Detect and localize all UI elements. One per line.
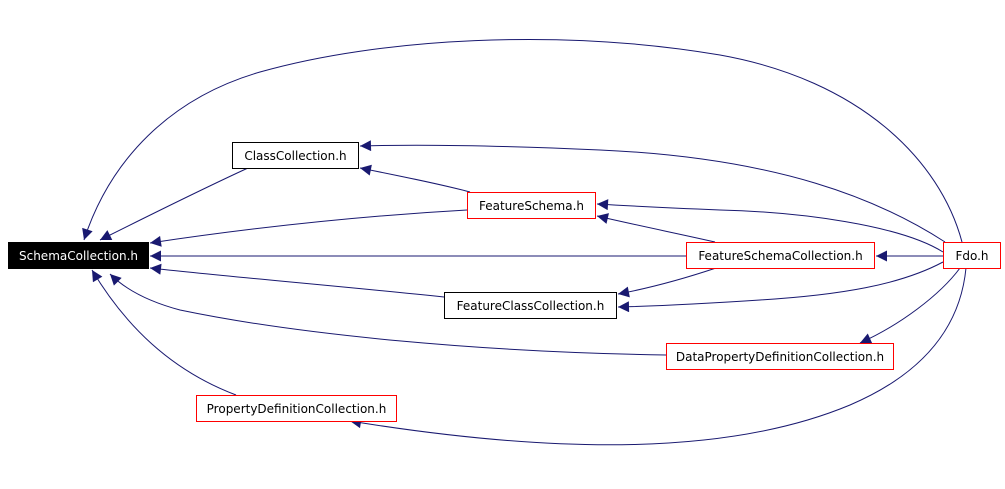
node-box[interactable] (943, 242, 1001, 269)
node-feature_schema_collection[interactable]: FeatureSchemaCollection.h (686, 242, 875, 269)
node-fdo[interactable]: Fdo.h (943, 242, 1001, 269)
edge-fdo-to-feature_schema (596, 199, 944, 253)
edge-fdo-to-schema_collection (82, 39, 963, 243)
node-label: PropertyDefinitionCollection.h (207, 402, 387, 416)
node-box[interactable] (196, 395, 397, 422)
node-box[interactable] (444, 292, 617, 319)
node-box[interactable] (467, 192, 596, 219)
edge-fdo-to-data_property_definition_collection (859, 267, 961, 344)
edge-feature_schema_collection-to-feature_schema (596, 213, 716, 243)
node-feature_schema[interactable]: FeatureSchema.h (467, 192, 596, 219)
edge-class_collection-to-schema_collection (99, 167, 249, 241)
edge-feature_class_collection-to-schema_collection (149, 263, 445, 298)
node-label: DataPropertyDefinitionCollection.h (676, 350, 884, 364)
node-class_collection[interactable]: ClassCollection.h (232, 142, 359, 169)
node-box[interactable] (232, 142, 359, 169)
node-label: FeatureSchemaCollection.h (698, 249, 862, 263)
edge-data_property_definition_collection-to-schema_collection (109, 273, 667, 356)
edges (82, 39, 967, 446)
node-box[interactable] (666, 343, 894, 370)
node-label: FeatureSchema.h (479, 199, 584, 213)
node-label: ClassCollection.h (244, 149, 346, 163)
edge-fdo-to-property_definition_collection (349, 267, 967, 446)
node-box[interactable] (8, 242, 149, 269)
edge-fdo-to-class_collection (359, 140, 946, 243)
edge-feature_schema_collection-to-feature_class_collection (617, 267, 717, 298)
node-label: Fdo.h (955, 249, 988, 263)
edge-feature_schema-to-class_collection (359, 164, 471, 193)
edge-fdo-to-feature_class_collection (617, 261, 944, 313)
node-label: SchemaCollection.h (19, 249, 138, 263)
nodes: SchemaCollection.h ClassCollection.hFeatu… (8, 142, 1001, 422)
edge-property_definition_collection-to-schema_collection (91, 269, 237, 396)
node-feature_class_collection[interactable]: FeatureClassCollection.h (444, 292, 617, 319)
node-property_definition_collection[interactable]: PropertyDefinitionCollection.h (196, 395, 397, 422)
edge-feature_schema-to-schema_collection (149, 209, 468, 247)
node-schema_collection[interactable]: SchemaCollection.h (8, 242, 149, 269)
node-label: FeatureClassCollection.h (457, 299, 605, 313)
node-data_property_definition_collection[interactable]: DataPropertyDefinitionCollection.h (666, 343, 894, 370)
node-box[interactable] (686, 242, 875, 269)
